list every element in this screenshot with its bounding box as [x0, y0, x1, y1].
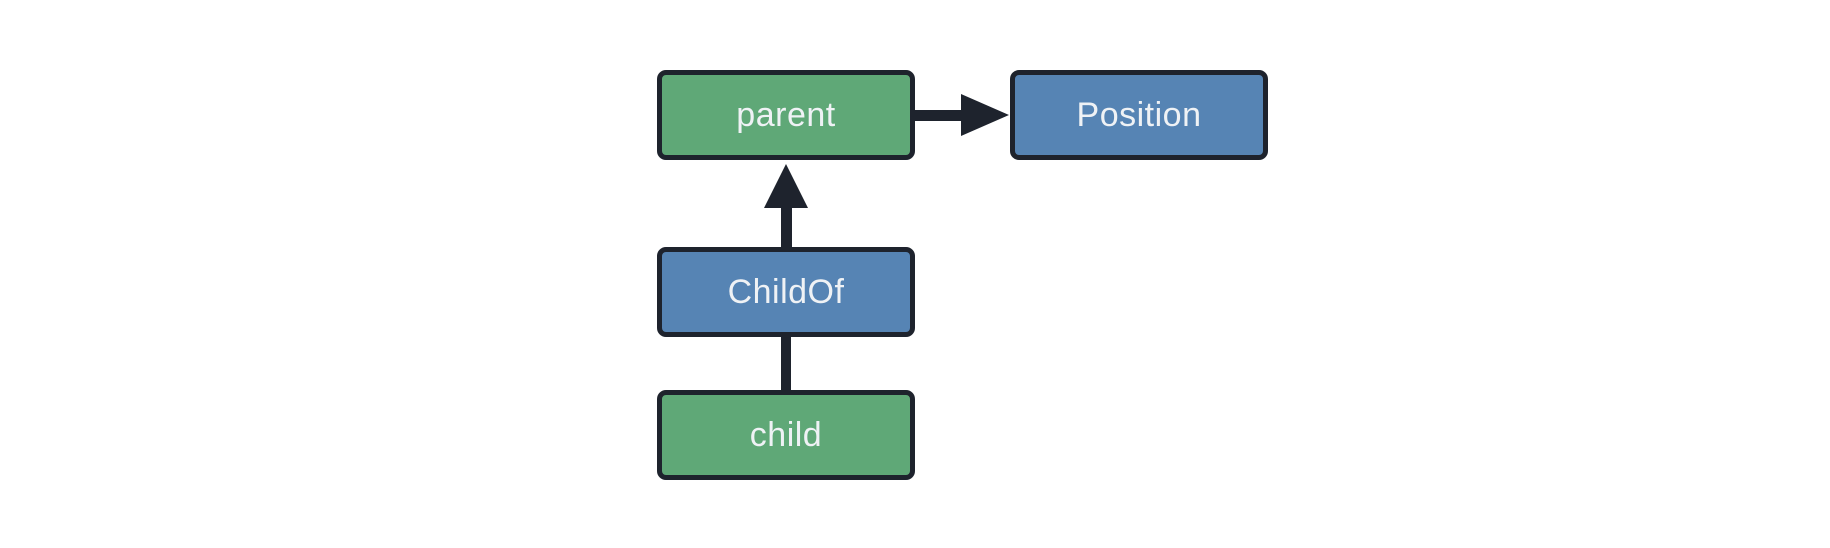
node-child: child	[657, 390, 915, 480]
arrow-shaft	[781, 206, 792, 250]
node-parent: parent	[657, 70, 915, 160]
node-position: Position	[1010, 70, 1268, 160]
connector-line	[781, 333, 791, 393]
node-childof: ChildOf	[657, 247, 915, 337]
arrowhead-right-icon	[961, 94, 1009, 136]
arrowhead-up-icon	[764, 164, 808, 208]
arrow-shaft	[913, 110, 963, 121]
